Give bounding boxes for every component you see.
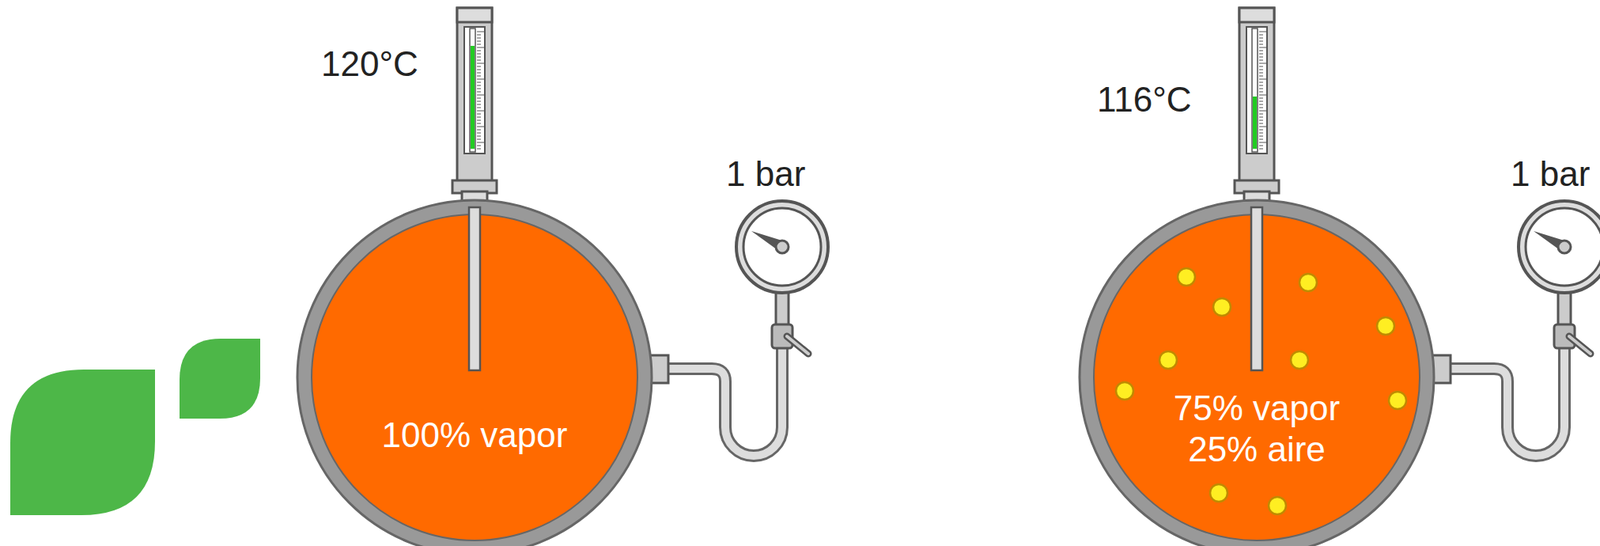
air-dot (1388, 391, 1407, 409)
air-dot (1376, 317, 1395, 335)
logo-leaves (10, 338, 261, 515)
temperature-label: 120°C (321, 44, 419, 84)
air-dot (1159, 351, 1177, 369)
air-dot (1268, 496, 1287, 515)
vessel-content: 25% aire (1187, 428, 1326, 470)
thermometer-stem (469, 207, 481, 371)
pressure-label: 1 bar (726, 154, 806, 194)
air-dot (1299, 273, 1317, 292)
vessel-content: 75% vapor (1173, 387, 1340, 429)
air-dot (1290, 351, 1309, 369)
air-dot (1177, 268, 1196, 286)
air-dot (1115, 382, 1134, 400)
vessel-content: 100% vapor (382, 414, 568, 456)
air-dot (1213, 298, 1231, 316)
temperature-label: 116°C (1096, 79, 1192, 120)
thermometer-stem (1251, 207, 1263, 371)
air-dot (1210, 484, 1228, 502)
pressure-label: 1 bar (1510, 154, 1590, 194)
